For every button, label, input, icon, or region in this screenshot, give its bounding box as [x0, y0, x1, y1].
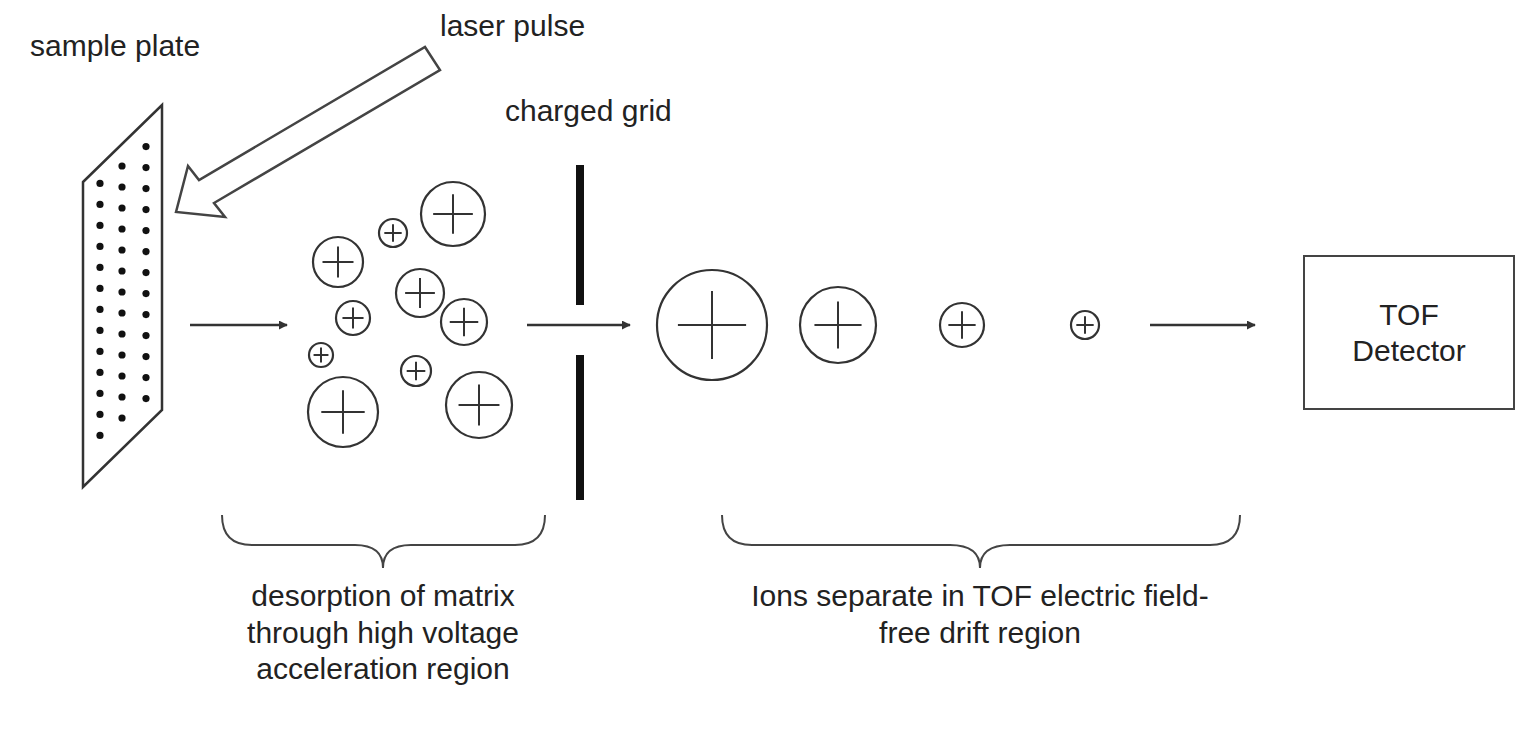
part-label: sample plate [30, 28, 300, 65]
detector-box: TOF Detector [1303, 255, 1515, 410]
region-label: desorption of matrix through high voltag… [208, 578, 558, 688]
sample-spot [96, 306, 103, 313]
sample-spot [142, 143, 149, 150]
laser-arrow [176, 47, 440, 217]
sample-spot [96, 432, 103, 439]
brace [222, 515, 545, 568]
detector-label: TOF Detector [1334, 297, 1484, 369]
ion-symbol [441, 299, 487, 345]
sample-spot [142, 353, 149, 360]
part-label: laser pulse [440, 8, 630, 45]
sample-spot [96, 264, 103, 271]
sample-spot [118, 162, 125, 169]
sample-spot [142, 248, 149, 255]
sample-spot [142, 185, 149, 192]
brace [722, 515, 1240, 568]
ion-symbol [421, 182, 485, 246]
sample-spot [118, 372, 125, 379]
sample-spot [118, 246, 125, 253]
region-label: Ions separate in TOF electric field-free… [745, 578, 1215, 651]
sample-plate [83, 105, 162, 487]
sample-spot [96, 369, 103, 376]
ion-symbol [309, 343, 333, 367]
sample-spot [96, 222, 103, 229]
sample-spot [96, 390, 103, 397]
sample-spot [142, 395, 149, 402]
ion-symbol [446, 372, 512, 438]
sample-spot [96, 180, 103, 187]
ion-symbol [800, 287, 876, 363]
charged-grid [576, 165, 584, 305]
sample-spot [96, 243, 103, 250]
sample-spot [142, 227, 149, 234]
charged-grid [576, 355, 584, 500]
ion-symbol [940, 303, 984, 347]
ion-symbol [401, 356, 431, 386]
sample-spot [96, 327, 103, 334]
part-label: charged grid [505, 93, 785, 130]
sample-spot [118, 414, 125, 421]
sample-spot [118, 225, 125, 232]
ion-symbol [313, 237, 363, 287]
sample-spot [142, 332, 149, 339]
ion-symbol [379, 219, 407, 247]
ion-symbol [1071, 311, 1099, 339]
sample-spot [142, 206, 149, 213]
flow-arrow [190, 324, 287, 327]
sample-spot [96, 285, 103, 292]
sample-spot [142, 311, 149, 318]
sample-spot [142, 290, 149, 297]
sample-spot [118, 183, 125, 190]
sample-spot [118, 351, 125, 358]
sample-spot [142, 374, 149, 381]
sample-spot [118, 204, 125, 211]
sample-spot [142, 269, 149, 276]
ion-symbol [657, 270, 767, 380]
flow-arrow [1150, 324, 1255, 327]
sample-spot [96, 348, 103, 355]
ion-symbol [308, 377, 378, 447]
sample-spot [118, 309, 125, 316]
ion-symbol [336, 301, 370, 335]
sample-spot [118, 288, 125, 295]
sample-spot [118, 330, 125, 337]
sample-spot [96, 411, 103, 418]
sample-spot [96, 201, 103, 208]
sample-spot [142, 164, 149, 171]
flow-arrow [527, 324, 630, 327]
sample-spot [118, 267, 125, 274]
ions [308, 182, 1099, 447]
sample-spots [96, 143, 149, 439]
sample-spot [118, 393, 125, 400]
ion-symbol [396, 269, 444, 317]
